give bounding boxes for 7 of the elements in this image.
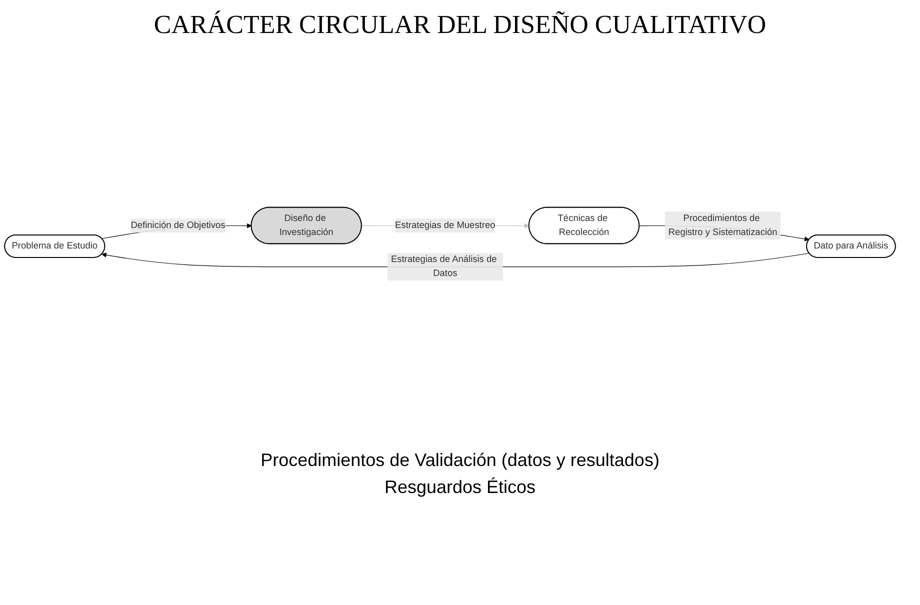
center-note: Resguardos Éticos <box>384 477 536 498</box>
edge-label: Estrategias de Análisis de Datos <box>390 254 497 278</box>
edge-label: Definición de Objetivos <box>130 220 226 230</box>
diagram-title: CARÁCTER CIRCULAR DEL DISEÑO CUALITATIVO <box>152 10 768 40</box>
edge-label: Estrategias de Muestreo <box>395 220 496 230</box>
center-note: Procedimientos de Validación (datos y resultados) <box>260 450 660 471</box>
edge-label: Procedimientos de Registro y Sistematización <box>668 213 778 238</box>
